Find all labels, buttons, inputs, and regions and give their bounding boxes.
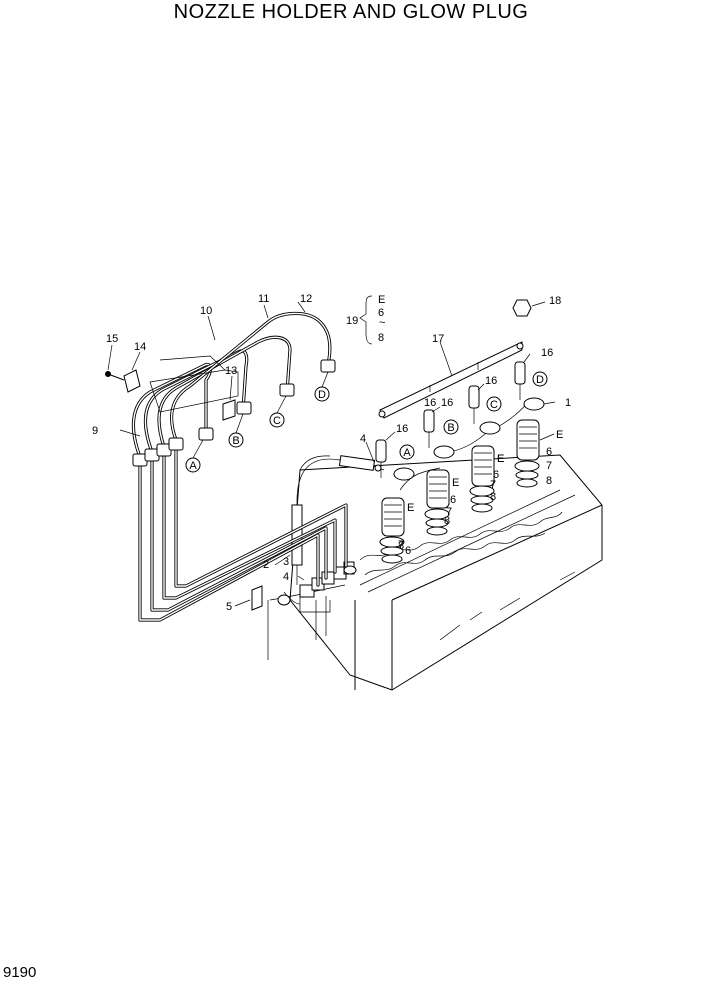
callout-e-2: E xyxy=(452,477,459,489)
callout-8-d: 8 xyxy=(546,475,552,487)
overflow-hose xyxy=(291,455,385,585)
callout-3: 3 xyxy=(283,556,289,568)
callout-e-1: E xyxy=(407,502,414,514)
svg-text:6: 6 xyxy=(378,307,384,319)
svg-text:8: 8 xyxy=(378,332,384,344)
connector-b-right: B xyxy=(443,419,459,435)
callout-16-b: 16 xyxy=(441,397,453,409)
callout-6-a: 6 xyxy=(405,545,411,557)
callout-e-3: E xyxy=(497,453,504,465)
callout-16-c: 16 xyxy=(485,375,497,387)
nut-18 xyxy=(512,299,532,317)
svg-text:B: B xyxy=(447,422,454,434)
callout-2: 2 xyxy=(263,559,269,571)
cylinder-head xyxy=(267,454,603,691)
callout-16-a: 16 xyxy=(396,423,408,435)
connector-d-left: D xyxy=(314,371,330,402)
callout-6-c: 6 xyxy=(493,469,499,481)
callout-7-d: 7 xyxy=(398,539,404,551)
leader-lines xyxy=(107,301,556,581)
connector-a-left: A xyxy=(185,439,204,473)
clip-part-5 xyxy=(234,585,263,611)
svg-text:~: ~ xyxy=(379,317,385,329)
connector-a-right: A xyxy=(399,444,415,460)
callout-11: 11 xyxy=(258,293,269,305)
callout-4-lower: 4 xyxy=(283,571,289,583)
svg-text:C: C xyxy=(490,399,498,411)
callout-19: 19 xyxy=(346,315,358,327)
callout-e-5: E xyxy=(497,453,504,465)
callout-4-upper: 4 xyxy=(360,433,366,445)
callout-12: 12 xyxy=(300,293,312,305)
callout-13: 13 xyxy=(225,365,237,377)
pipe-connectors: A B C D A B C xyxy=(185,371,548,473)
callout-7-b: 7 xyxy=(490,479,496,491)
callout-9: 9 xyxy=(92,425,98,437)
callout-labels: 1 2 3 4 4 5 6 6 6 6 7 7 7 7 8 8 8 8 9 10… xyxy=(92,293,571,613)
callout-18: 18 xyxy=(549,295,561,307)
svg-text:A: A xyxy=(403,447,411,459)
callout-15: 15 xyxy=(106,333,118,345)
callout-e-4: E xyxy=(556,429,563,441)
callout-1: 1 xyxy=(565,397,571,409)
page-title: NOZZLE HOLDER AND GLOW PLUG xyxy=(173,1,529,23)
svg-text:D: D xyxy=(536,374,544,386)
callout-8-c: 8 xyxy=(490,491,496,503)
pipe-clamps xyxy=(105,355,239,421)
callout-7-c: 7 xyxy=(546,460,552,472)
group-note-19: E 6 ~ 8 xyxy=(359,294,385,345)
callout-10: 10 xyxy=(200,305,212,317)
callout-16-d: 16 xyxy=(541,347,553,359)
leak-off-pipe xyxy=(378,341,524,419)
callout-6-b: 6 xyxy=(450,494,456,506)
callout-16-e: 16 xyxy=(424,397,436,409)
callout-5: 5 xyxy=(226,601,232,613)
callout-7-a: 7 xyxy=(446,506,452,518)
connector-b-left: B xyxy=(228,413,244,448)
svg-text:A: A xyxy=(189,460,197,472)
callout-17: 17 xyxy=(432,333,444,345)
nozzle-holders xyxy=(379,397,545,564)
injection-pipes xyxy=(131,311,348,622)
svg-text:C: C xyxy=(273,415,281,427)
connector-d-right: D xyxy=(532,371,548,387)
callout-6-d: 6 xyxy=(546,446,552,458)
glow-plugs xyxy=(375,361,526,478)
connector-c-left: C xyxy=(269,395,287,428)
callout-14: 14 xyxy=(134,341,146,353)
svg-text:B: B xyxy=(232,435,239,447)
svg-text:D: D xyxy=(318,389,326,401)
callout-8-b: 8 xyxy=(444,515,450,527)
connector-c-right: C xyxy=(486,396,502,412)
svg-text:E: E xyxy=(378,294,385,306)
injection-pump-outlets xyxy=(277,561,357,640)
callout-8-a: 8 xyxy=(398,540,404,552)
page-number: 9190 xyxy=(3,964,37,981)
